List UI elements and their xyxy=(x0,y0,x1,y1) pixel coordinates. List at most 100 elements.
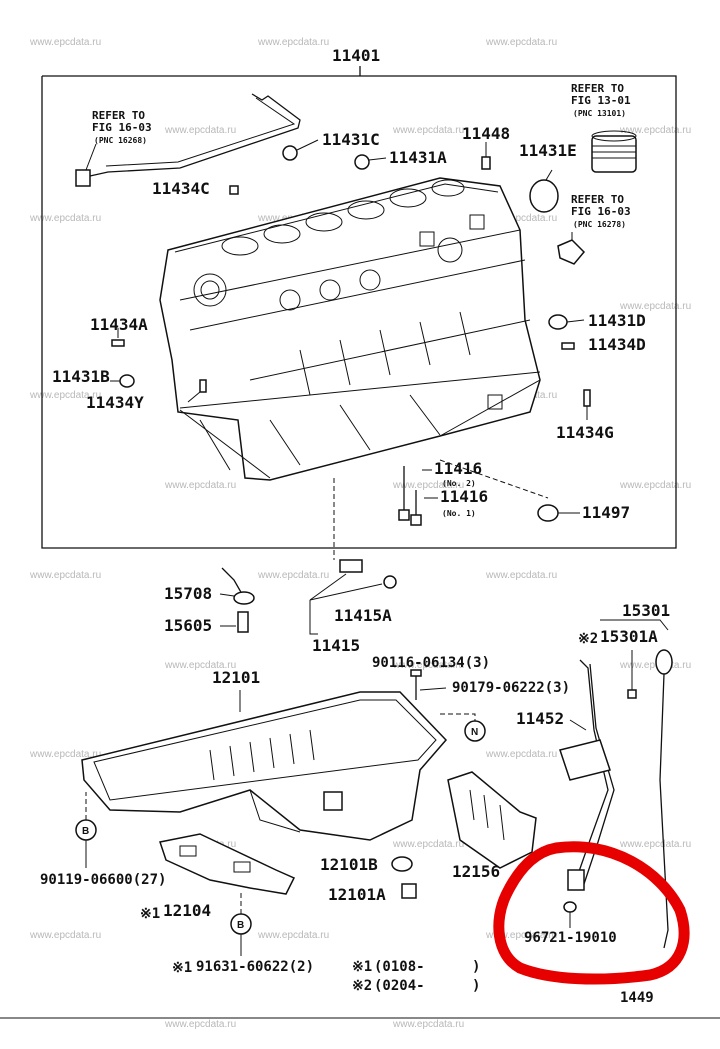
watermark: www.epcdata.ru xyxy=(485,570,557,581)
footnote-close: ) xyxy=(472,978,480,994)
watermark: www.epcdata.ru xyxy=(257,930,329,941)
small-plug-parts xyxy=(111,130,637,560)
leader-line xyxy=(187,391,201,403)
pin-11434y-icon xyxy=(199,379,207,393)
part-number-15605[interactable]: 15605 xyxy=(164,616,212,635)
part-number-90179-06222[interactable]: 90179-06222(3) xyxy=(452,680,570,696)
leader-line xyxy=(219,593,235,597)
part-note-no2: (No. 2) xyxy=(442,479,476,488)
svg-text:N: N xyxy=(471,727,478,738)
ref-line: FIG 16-03 xyxy=(92,121,152,134)
bolt-90116-icon xyxy=(410,669,422,700)
part-number-11431a[interactable]: 11431A xyxy=(389,148,447,167)
watermark: www.epcdata.ru xyxy=(29,570,101,581)
part-number-11401[interactable]: 11401 xyxy=(332,46,380,65)
oil-pan-drawing xyxy=(81,691,448,841)
cut-off-label: 1449 xyxy=(620,990,654,1006)
footnote-mark: ※1 xyxy=(140,906,160,922)
watermark: www.epcdata.ru xyxy=(619,301,691,312)
ref-line: (PNC 13101) xyxy=(573,109,626,118)
watermark: www.epcdata.ru xyxy=(29,390,101,401)
red-highlight-circle xyxy=(493,841,690,985)
marker-b: B xyxy=(230,913,252,935)
baffle-drawing xyxy=(447,771,537,869)
reference-note-left[interactable]: REFER TO FIG 16-03 (PNC 16268) xyxy=(92,109,152,145)
part-number-11448[interactable]: 11448 xyxy=(462,124,510,143)
ref-line: REFER TO xyxy=(92,109,145,122)
part-number-15708[interactable]: 15708 xyxy=(164,584,212,603)
plug-11431e-icon xyxy=(529,179,559,213)
part-number-11416-no2[interactable]: 11416 xyxy=(434,459,482,478)
watermark: www.epcdata.ru xyxy=(619,480,691,491)
part-number-12156[interactable]: 12156 xyxy=(452,862,500,881)
part-number-11434g[interactable]: 11434G xyxy=(556,423,614,442)
part-number-11431c[interactable]: 11431C xyxy=(322,130,380,149)
part-number-11434y[interactable]: 11434Y xyxy=(86,393,144,412)
footnote-mark: ※2 xyxy=(578,631,598,647)
reference-note-right-mid[interactable]: REFER TO FIG 16-03 (PNC 16278) xyxy=(571,193,631,229)
part-number-11415a[interactable]: 11415A xyxy=(334,606,392,625)
part-number-91631-60622[interactable]: 91631-60622(2) xyxy=(196,959,314,975)
watermark: www.epcdata.ru xyxy=(392,1019,464,1030)
breather-hose-drawing xyxy=(75,93,301,187)
part-number-90116-06134[interactable]: 90116-06134(3) xyxy=(372,655,490,671)
watermark: www.epcdata.ru xyxy=(485,930,557,941)
leader-line xyxy=(569,719,587,731)
watermark: www.epcdata.ru xyxy=(164,125,236,136)
footnote-close: ) xyxy=(472,959,480,975)
part-number-11431b[interactable]: 11431B xyxy=(52,367,110,386)
part-number-11452[interactable]: 11452 xyxy=(516,709,564,728)
ref-line: (PNC 16268) xyxy=(94,136,147,145)
cylinder-block-drawing xyxy=(159,177,541,481)
part-number-11431d[interactable]: 11431D xyxy=(588,311,646,330)
ref-line: (PNC 16278) xyxy=(573,220,626,229)
drain-plug-12101a-icon xyxy=(401,883,417,899)
part-number-12101[interactable]: 12101 xyxy=(212,668,260,687)
part-number-11416-no1[interactable]: 11416 xyxy=(440,487,488,506)
part-number-15301[interactable]: 15301 xyxy=(622,601,670,620)
footnote-row: ※1 (0108- ) xyxy=(352,959,480,975)
watermark: www.epcdata.ru xyxy=(619,125,691,136)
leader-line xyxy=(440,713,476,721)
watermark: www.epcdata.ru xyxy=(485,213,557,224)
watermark: www.epcdata.ru xyxy=(257,570,329,581)
plug-11431b-icon xyxy=(119,374,135,388)
footnote-mark: ※2 xyxy=(352,978,372,994)
svg-text:B: B xyxy=(82,826,89,837)
watermark: www.epcdata.ru xyxy=(29,37,101,48)
watermark: www.epcdata.ru xyxy=(619,839,691,850)
part-number-12104[interactable]: 12104 xyxy=(163,901,211,920)
part-number-11434c[interactable]: 11434C xyxy=(152,179,210,198)
pin-11434a-icon xyxy=(111,339,125,347)
footnote-row: ※2 (0204- ) xyxy=(352,978,480,994)
part-number-11434d[interactable]: 11434D xyxy=(588,335,646,354)
union-fitting-icon xyxy=(557,232,586,265)
part-number-12101b[interactable]: 12101B xyxy=(320,855,378,874)
ref-line: REFER TO xyxy=(571,193,624,206)
watermark: www.epcdata.ru xyxy=(164,1019,236,1030)
watermark: www.epcdata.ru xyxy=(619,660,691,671)
watermark: www.epcdata.ru xyxy=(257,37,329,48)
watermark: www.epcdata.ru xyxy=(29,213,101,224)
part-number-11434a[interactable]: 11434A xyxy=(90,315,148,334)
footnote-text: (0204- xyxy=(374,978,425,994)
gasket-12101b-icon xyxy=(391,856,413,872)
ref-line: FIG 13-01 xyxy=(571,94,631,107)
part-number-11497[interactable]: 11497 xyxy=(582,503,630,522)
plug-11434c-icon xyxy=(229,185,239,195)
part-number-90119-06600[interactable]: 90119-06600(27) xyxy=(40,872,166,888)
ref-line: REFER TO xyxy=(571,82,624,95)
part-number-96721-19010[interactable]: 96721-19010 xyxy=(524,930,617,946)
watermark: www.epcdata.ru xyxy=(485,37,557,48)
part-number-12101a[interactable]: 12101A xyxy=(328,885,386,904)
footnote-mark: ※1 xyxy=(352,959,372,975)
leader-line xyxy=(419,687,447,691)
leader-line xyxy=(600,619,669,631)
part-number-11431e[interactable]: 11431E xyxy=(519,141,577,160)
part-number-15301a[interactable]: 15301A xyxy=(600,627,658,646)
dipstick-drawing xyxy=(627,649,673,949)
reference-note-right-top[interactable]: REFER TO FIG 13-01 (PNC 13101) xyxy=(571,82,631,118)
part-number-11415[interactable]: 11415 xyxy=(312,636,360,655)
plug-11448-icon xyxy=(481,156,491,170)
